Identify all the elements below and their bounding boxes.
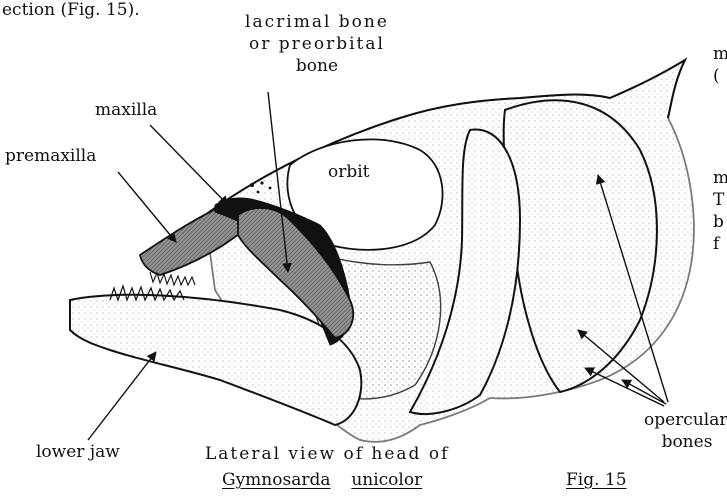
label-lower-jaw: lower jaw	[36, 442, 120, 462]
opercular-leader-4	[585, 368, 664, 406]
margin-fragment-2: (	[713, 66, 720, 86]
opercular-leader-3	[622, 380, 666, 404]
margin-fragment-3: m	[713, 168, 727, 188]
caption-species-name: Gymnosarda unicolor	[222, 470, 422, 490]
margin-fragment-4: T	[713, 190, 724, 210]
premaxilla-leader	[118, 172, 176, 242]
caption-genus: Gymnosarda	[222, 470, 331, 490]
label-opercular-line2: bones	[644, 432, 727, 452]
maxilla-leader	[150, 125, 228, 205]
lower-jaw-leader	[88, 352, 156, 440]
margin-fragment-1: m	[713, 44, 727, 64]
label-orbit: orbit	[328, 162, 370, 182]
top-text-fragment: ection (Fig. 15).	[2, 0, 140, 20]
label-maxilla: maxilla	[95, 100, 157, 120]
caption-line1: Lateral view of head of	[205, 444, 449, 464]
figure-number: Fig. 15	[566, 470, 627, 490]
label-lacrimal-line1: lacrimal bone	[232, 12, 402, 32]
label-lacrimal-line2: or preorbital	[232, 34, 402, 54]
label-premaxilla: premaxilla	[5, 146, 96, 166]
caption-species: unicolor	[351, 470, 422, 490]
label-lacrimal-line3: bone	[232, 56, 402, 76]
margin-fragment-5: b	[713, 212, 724, 232]
label-opercular-line1: opercular	[644, 410, 727, 430]
margin-fragment-6: f	[713, 234, 719, 254]
